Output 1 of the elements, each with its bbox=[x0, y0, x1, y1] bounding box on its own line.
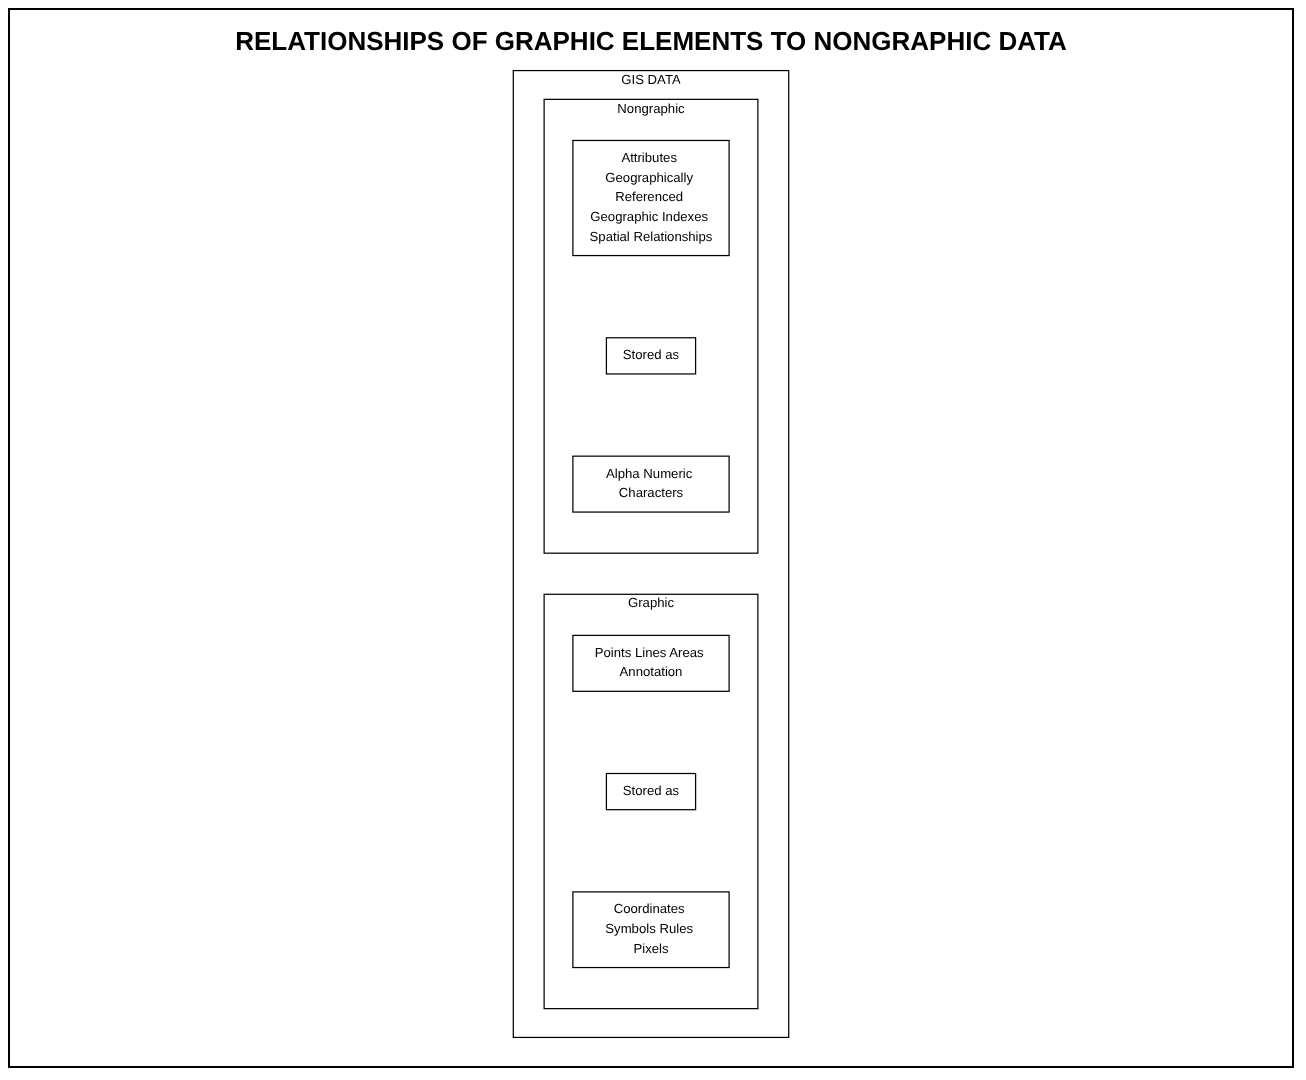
diagram-title: RELATIONSHIPS OF GRAPHIC ELEMENTS TO NONGRAPHIC DATA bbox=[233, 26, 1069, 56]
